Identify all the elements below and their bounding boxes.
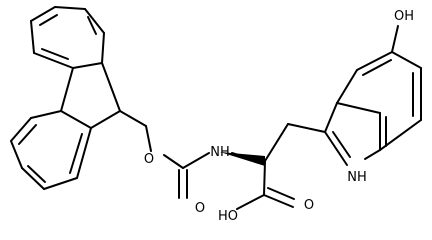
bond bbox=[33, 52, 74, 69]
bond bbox=[145, 125, 152, 152]
bond bbox=[101, 32, 105, 64]
bond bbox=[263, 194, 294, 208]
bond bbox=[60, 110, 92, 129]
indole-group bbox=[324, 25, 422, 166]
wedge-bond bbox=[220, 152, 265, 166]
bond bbox=[287, 123, 326, 133]
bond bbox=[43, 177, 78, 190]
bond bbox=[60, 67, 74, 112]
bond bbox=[364, 149, 381, 160]
bond bbox=[119, 110, 147, 127]
bond bbox=[21, 167, 45, 190]
bond bbox=[76, 127, 92, 179]
bond bbox=[264, 123, 289, 162]
bond bbox=[391, 51, 422, 69]
bond bbox=[69, 133, 83, 174]
bond bbox=[87, 16, 97, 35]
bond bbox=[54, 6, 86, 10]
bond bbox=[324, 131, 348, 166]
chemical-structure-diagram: O NH O OH NH HO O bbox=[10, 6, 422, 224]
amino-acid-backbone bbox=[220, 123, 326, 210]
bond bbox=[336, 102, 381, 114]
atom-label-acid: HO bbox=[218, 209, 238, 224]
bond bbox=[10, 117, 32, 142]
bond bbox=[30, 110, 62, 119]
atom-label-hydroxyl: OH bbox=[394, 9, 414, 24]
bond bbox=[10, 140, 23, 169]
bond bbox=[356, 51, 393, 71]
atom-labels: O NH O OH NH HO O bbox=[144, 9, 414, 224]
bond bbox=[90, 110, 121, 129]
bond bbox=[391, 25, 399, 53]
atom-label-carbamate-nh: NH bbox=[210, 145, 230, 160]
bond bbox=[324, 102, 338, 133]
bond bbox=[30, 20, 35, 54]
bond bbox=[30, 6, 56, 22]
bond bbox=[163, 154, 184, 169]
bond bbox=[41, 48, 69, 60]
fluorenyl-group bbox=[10, 6, 121, 190]
bond bbox=[101, 62, 121, 112]
bond bbox=[18, 124, 37, 145]
atom-label-acid-carbonyl-oxygen: O bbox=[304, 198, 314, 213]
bond bbox=[39, 14, 58, 26]
atom-label-indole-nh: NH bbox=[347, 170, 367, 185]
bond bbox=[72, 62, 103, 69]
bond bbox=[362, 59, 392, 76]
atom-label-fmoc-oxygen: O bbox=[144, 152, 154, 167]
structure-canvas: O NH O OH NH HO O bbox=[10, 6, 422, 224]
bond bbox=[267, 187, 295, 200]
bond bbox=[182, 152, 210, 169]
atom-label-carbonyl-oxygen: O bbox=[195, 201, 205, 216]
bond bbox=[84, 8, 105, 34]
bond bbox=[263, 160, 266, 196]
bond bbox=[332, 131, 351, 158]
bond bbox=[27, 165, 46, 183]
bond bbox=[236, 194, 265, 210]
bond bbox=[336, 69, 358, 104]
